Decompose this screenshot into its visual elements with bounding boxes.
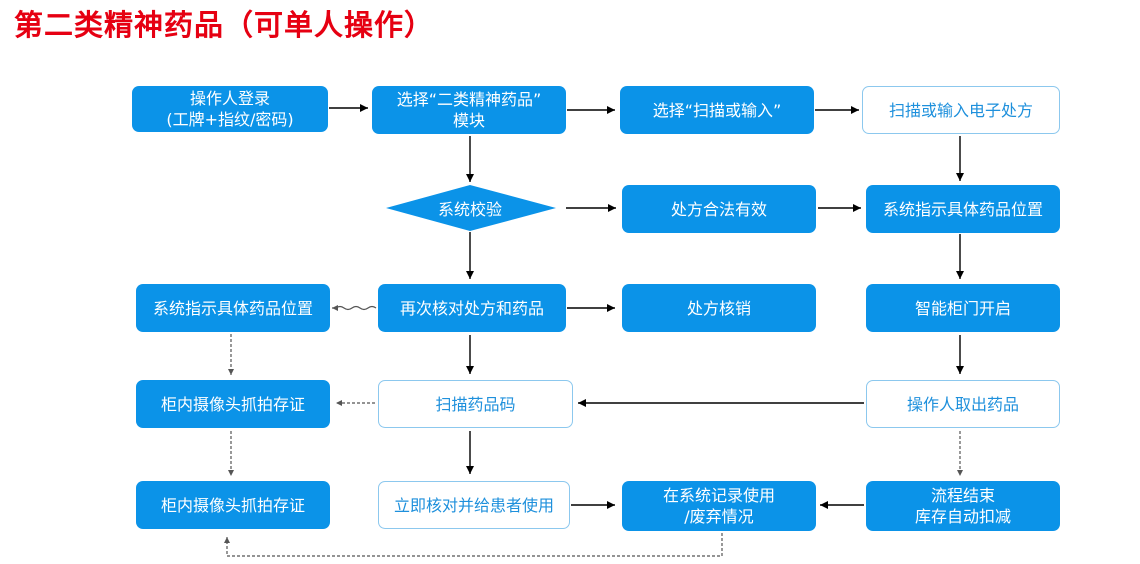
node-locate-drug-left: 系统指示具体药品位置 xyxy=(136,284,330,332)
page-title: 第二类精神药品（可单人操作） xyxy=(14,8,435,42)
dashed-arrow-record-to-camera2 xyxy=(224,533,723,557)
system-check-diamond xyxy=(386,185,556,231)
node-operator-login: 操作人登录 (工牌+指纹/密码) xyxy=(132,86,328,132)
wavy-arrow-recheck-to-locate-left xyxy=(332,305,377,311)
node-select-module: 选择“二类精神药品” 模块 xyxy=(372,86,566,134)
node-scan-input-prescription: 扫描或输入电子处方 xyxy=(862,86,1060,134)
node-recheck-prescription: 再次核对处方和药品 xyxy=(378,284,566,332)
node-cabinet-door-open: 智能柜门开启 xyxy=(866,284,1060,332)
node-prescription-valid: 处方合法有效 xyxy=(622,185,816,233)
node-camera-capture-2: 柜内摄像头抓拍存证 xyxy=(136,481,330,529)
node-verify-and-use: 立即核对并给患者使用 xyxy=(378,481,570,529)
node-scan-drug-code: 扫描药品码 xyxy=(378,380,573,428)
node-camera-capture-1: 柜内摄像头抓拍存证 xyxy=(136,380,330,428)
node-locate-drug-right: 系统指示具体药品位置 xyxy=(866,185,1060,233)
node-prescription-writeoff: 处方核销 xyxy=(622,284,816,332)
node-select-scan-or-input: 选择“扫描或输入” xyxy=(620,86,814,134)
node-record-usage: 在系统记录使用 /废弃情况 xyxy=(622,481,816,531)
node-process-end: 流程结束 库存自动扣减 xyxy=(866,481,1060,531)
node-system-check: 系统校验 xyxy=(437,200,502,219)
node-operator-take-out: 操作人取出药品 xyxy=(866,380,1060,428)
